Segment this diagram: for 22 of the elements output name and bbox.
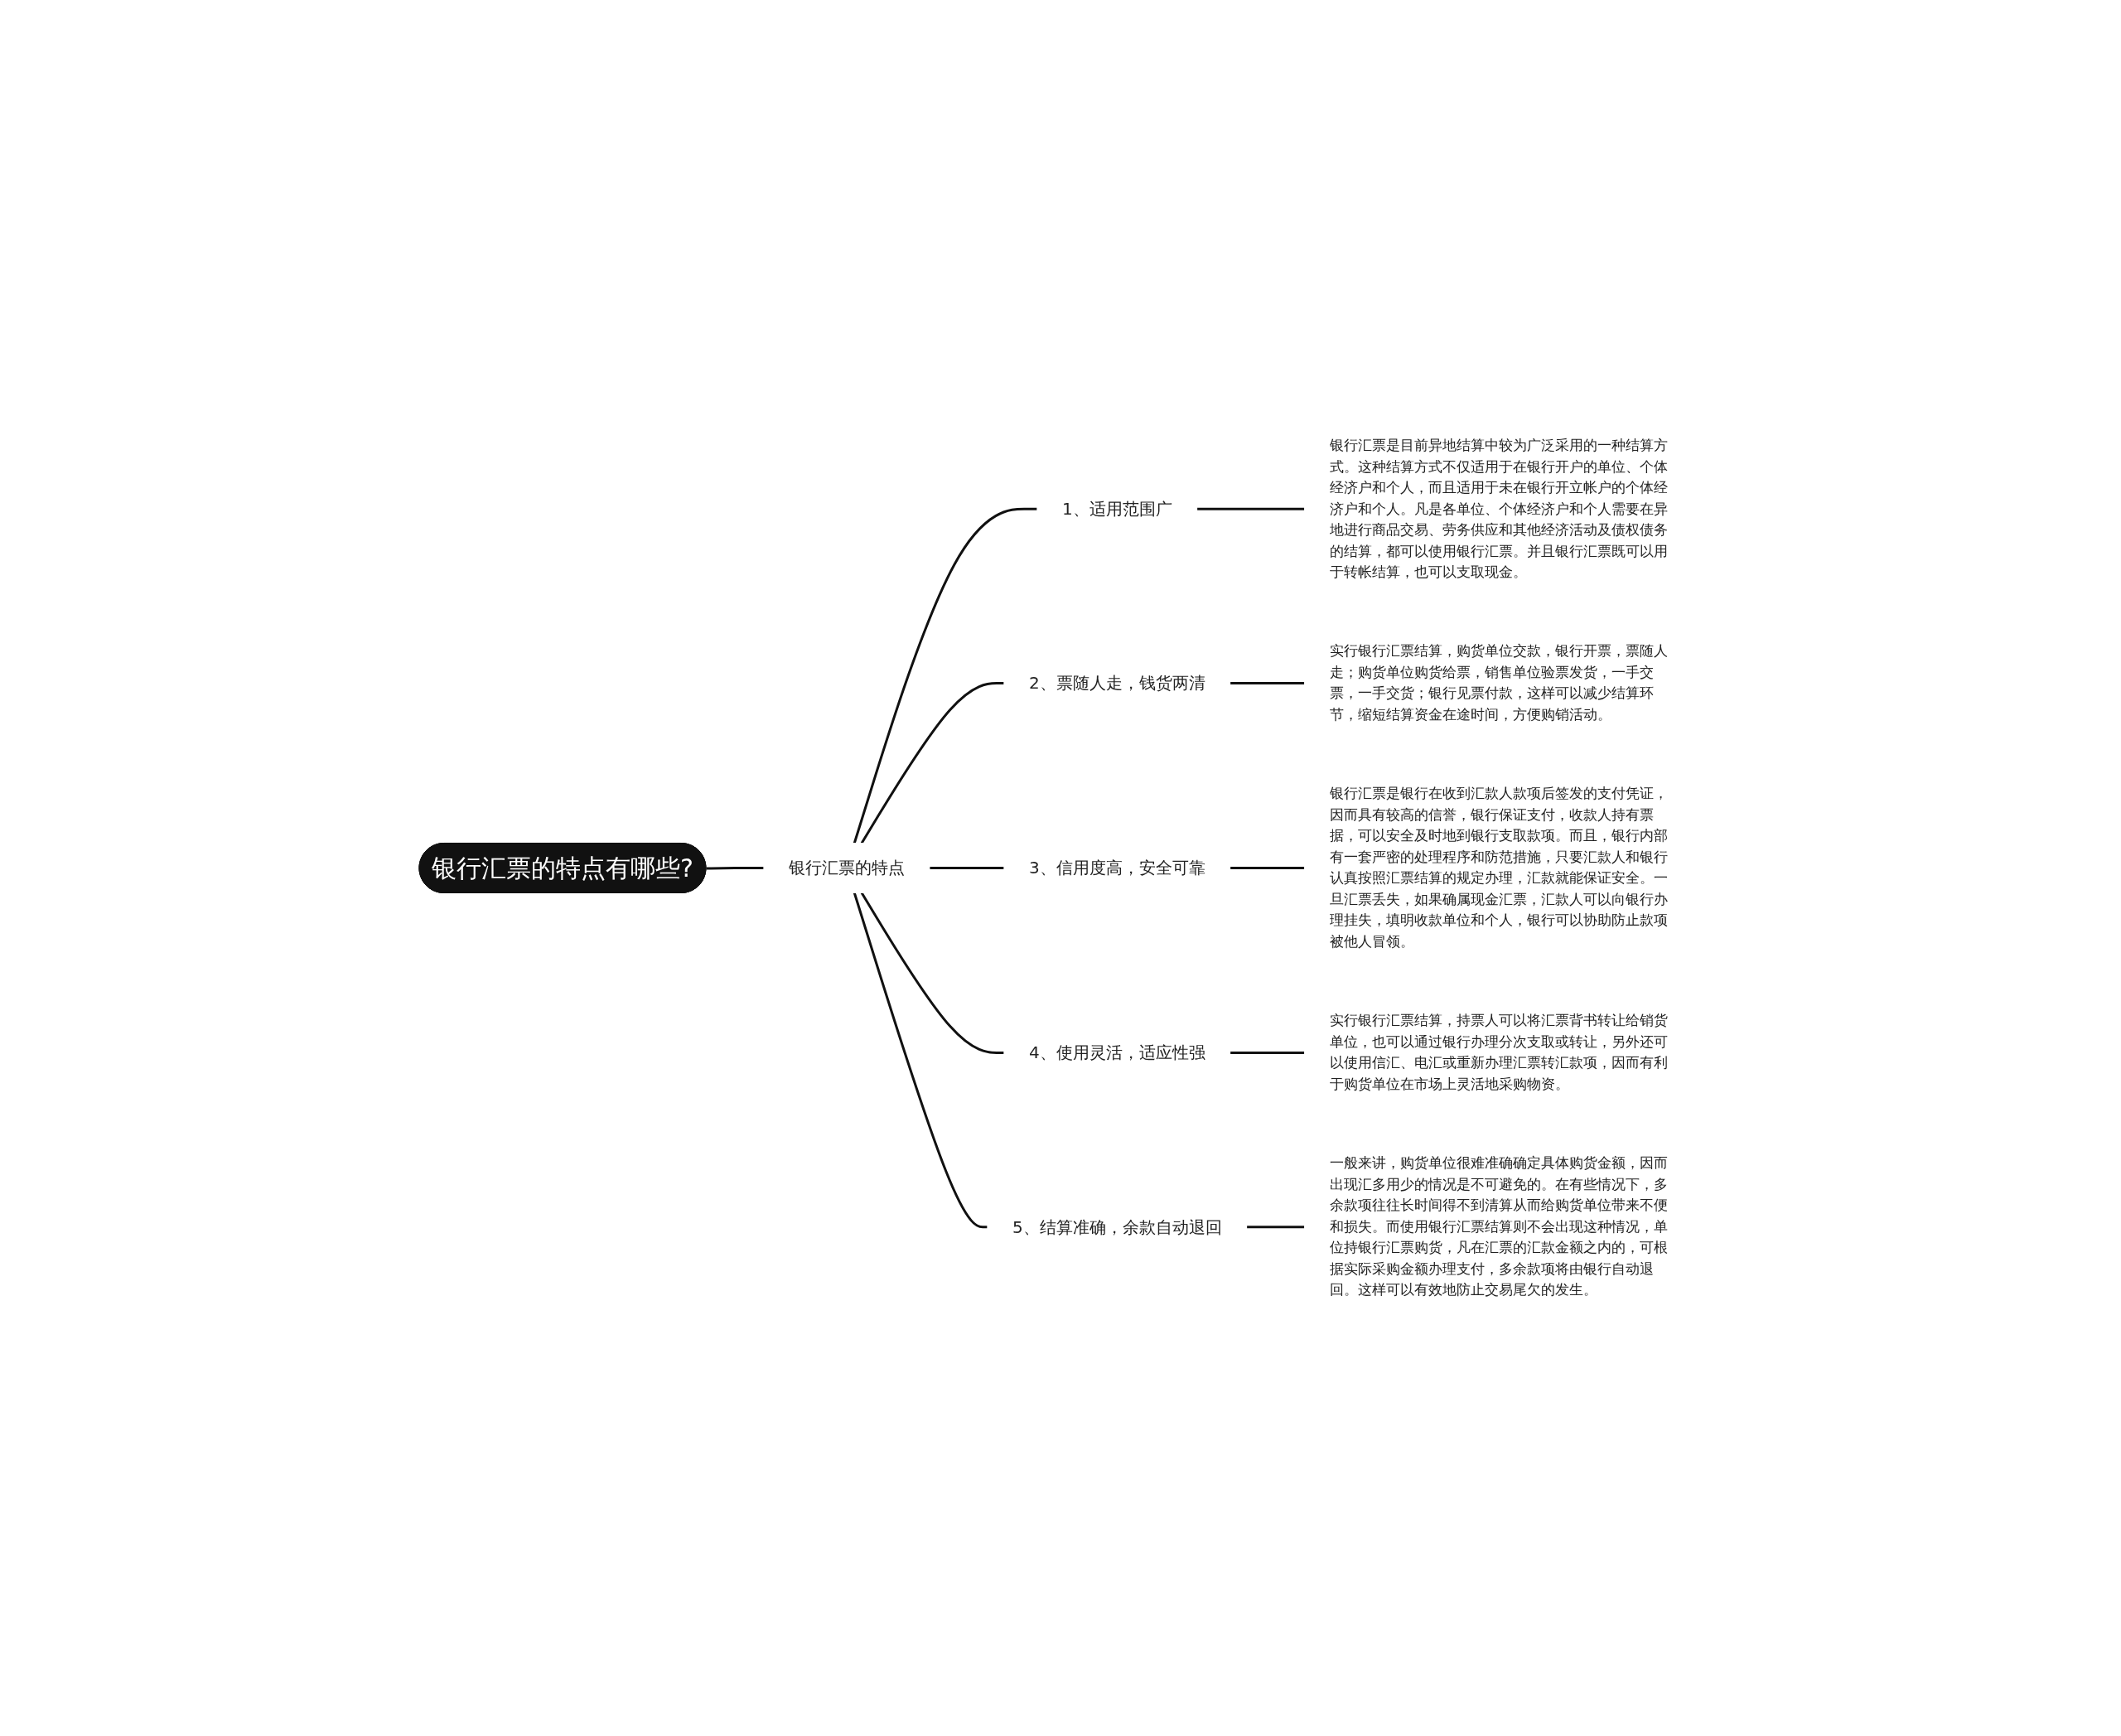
connector [860,892,1004,1054]
node-text: 银行汇票的特点 [788,858,905,878]
node-text: 一般来讲，购货单位很难准确确定具体购货金额，因而出现汇多用少的情况是不可避免的。在有些情况下，多余款项往往长时间得不到清算从而给购货单位带来不便和损失。而使用银行汇票结算则不会出现这种情况，单位持银行汇票购货，凡在汇票的汇款金额之内的，可根据实际采购金额办理支付，多余款项将由银行自动退回。这样可以有效地防止交易尾欠的发生。 [1329,1154,1668,1298]
connector [853,507,1037,844]
connector [860,682,1004,844]
node-text: 2、票随人走，钱货两清 [1028,673,1205,694]
connector [1246,1226,1305,1229]
node-text: 银行汇票是目前异地结算中较为广泛采用的一种结算方式。这种结算方式不仅适用于在银行开户的单位、个体经济户和个人，而且适用于未在银行开立帐户的个体经济户和个人。凡是各单位、个体经济户和个人需要在异地进行商品交易、劳务供应和其他经济活动及债权债务的结算，都可以使用银行汇票。并且银行汇票既可以用于转帐结算，也可以支取现金。 [1329,437,1668,580]
node-text: 4、使用灵活，适应性强 [1028,1042,1205,1063]
connector [1230,867,1305,869]
node-text: 5、结算准确，余款自动退回 [1012,1216,1222,1237]
node-text: 实行银行汇票结算，购货单位交款，银行开票，票随人走；购货单位购货给票，销售单位验票发货，一手交票，一手交货；银行见票付款，这样可以减少结算环节，缩短结算资金在途时间，方便购销活动。 [1329,642,1668,723]
node-text: 1、适用范围广 [1061,499,1172,520]
node-text: 实行银行汇票结算，持票人可以将汇票背书转让给销货单位，也可以通过银行办理分次支取或转让，另外还可以使用信汇、电汇或重新办理汇票转汇款项，因而有利于购货单位在市场上灵活地采购物资。 [1329,1012,1668,1092]
node-text: 3、信用度高，安全可靠 [1028,858,1205,878]
connector [1230,682,1305,684]
connector [929,867,1004,869]
connector [853,892,988,1229]
connector [706,867,764,870]
node-text: 银行汇票是银行在收到汇款人款项后签发的支付凭证，因而具有较高的信誉，银行保证支付，收款人持有票据，可以安全及时地到银行支取款项。而且，银行内部有一套严密的处理程序和防范措施，只要汇款人和银行认真按照汇票结算的规定办理，汇款就能保证安全。一旦汇票丢失，如果确属现金汇票，汇款人可以向银行办理挂失，填明收款单位和个人，银行可以协助防止款项被他人冒领。 [1329,785,1668,950]
connector [1230,1052,1305,1054]
connector [1196,507,1305,510]
